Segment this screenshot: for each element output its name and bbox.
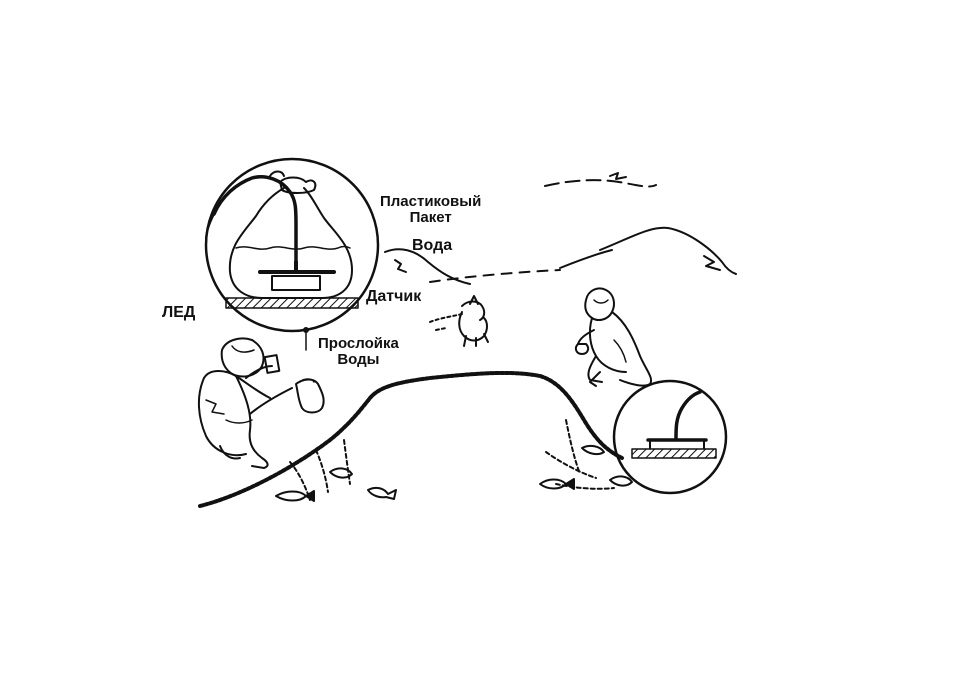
magnifier-sensor-detail (614, 381, 726, 493)
plastic-bag-label: Пластиковый Пакет (380, 194, 481, 226)
rope-line (200, 373, 622, 506)
far-mountains (560, 228, 736, 274)
water-layer-label: Прослойка Воды (318, 336, 399, 368)
water-layer-label-line2: Воды (318, 352, 399, 368)
water-label: Вода (412, 238, 452, 254)
ice-label: ЛЕД (162, 305, 195, 321)
left-man-figure (199, 338, 324, 468)
right-man-figure (576, 288, 651, 386)
plastic-bag-label-line1: Пластиковый (380, 194, 481, 210)
fish (276, 446, 632, 501)
clouds (430, 173, 656, 282)
water-layer-label-line1: Прослойка (318, 336, 399, 352)
dog-figure (430, 296, 488, 346)
magnifier-bag-detail (206, 159, 378, 350)
sensor-label: Датчик (366, 289, 421, 305)
plastic-bag-label-line2: Пакет (380, 210, 481, 226)
